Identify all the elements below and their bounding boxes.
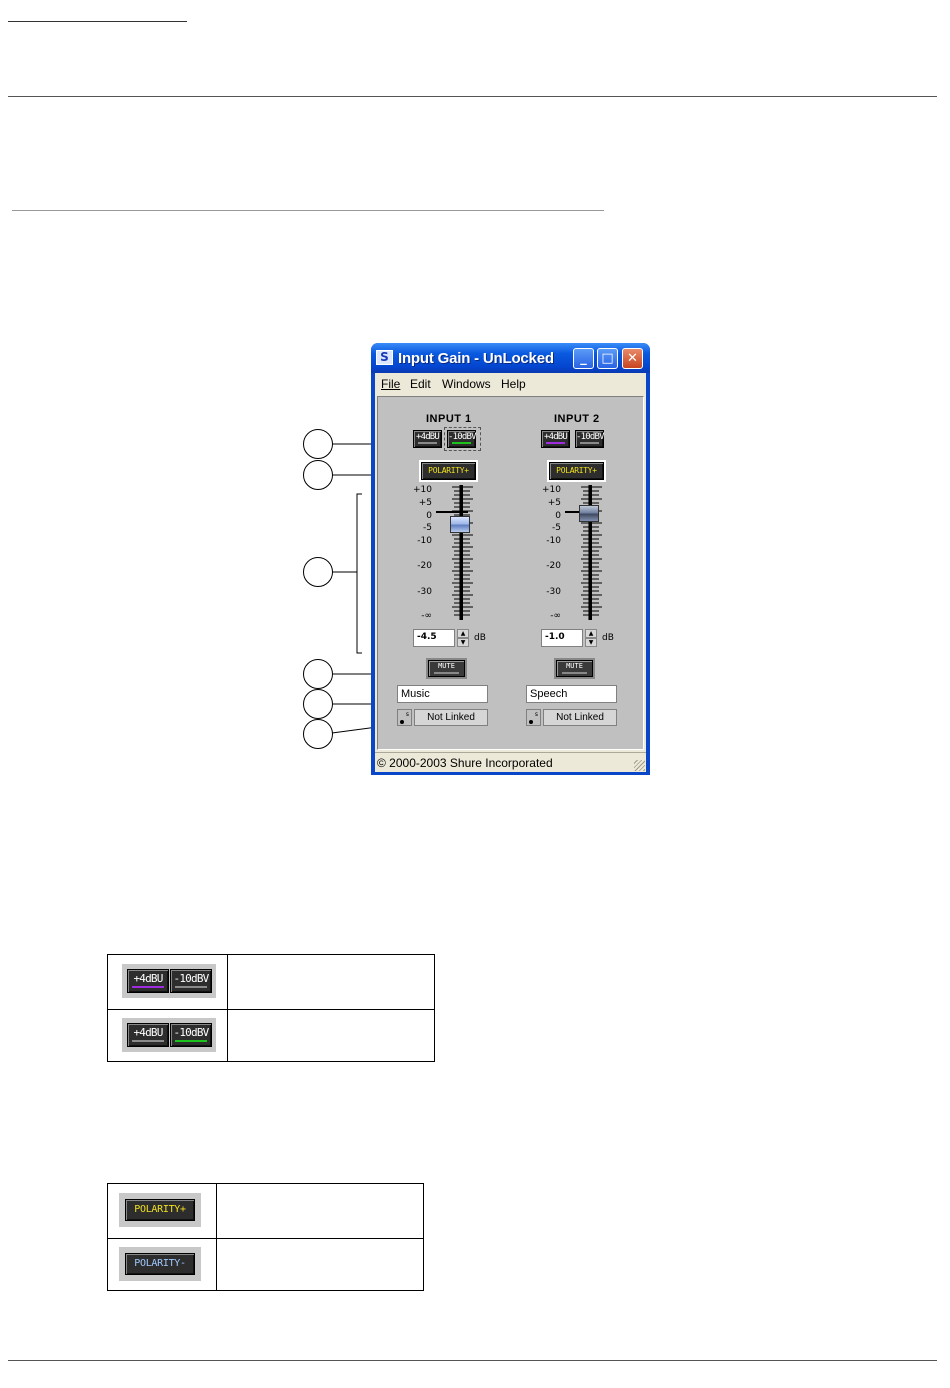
input-1-scale-m5: -5 <box>423 523 432 533</box>
input-1-scale-m20: -20 <box>417 561 432 571</box>
input-2-scale-0: 0 <box>555 511 561 521</box>
input-1-gain-spinner[interactable]: ▲▼ <box>457 629 469 647</box>
input-1-unit: dB <box>474 633 486 643</box>
polarity-row-1-swatch: POLARITY+ <box>119 1193 201 1227</box>
input-2-scale-minf: -∞ <box>550 611 561 621</box>
input-1-label: INPUT 1 <box>426 413 472 425</box>
input-1-fader[interactable] <box>436 485 482 620</box>
input-1-scale-p5: +5 <box>418 498 432 508</box>
input-2-link-icon[interactable]: s <box>526 709 541 726</box>
input-2-gain-spinner[interactable]: ▲▼ <box>585 629 597 647</box>
input-2-label: INPUT 2 <box>554 413 600 425</box>
level-row-2-10dbv: -10dBV <box>170 1023 212 1047</box>
header-short-rule <box>8 21 187 22</box>
input-1-gain-field[interactable]: -4.5 <box>413 629 455 647</box>
callout-2 <box>303 460 333 490</box>
callout-3 <box>303 557 333 587</box>
input-2-scale-m10: -10 <box>546 536 561 546</box>
callout-5 <box>303 689 333 719</box>
input-1-scale-minf: -∞ <box>421 611 432 621</box>
input-2-fader[interactable] <box>565 485 611 620</box>
level-row-2-swatch: +4dBU -10dBV <box>122 1018 216 1052</box>
footer-rule <box>8 1360 937 1361</box>
input-1-scale-m30: -30 <box>417 587 432 597</box>
level-row-1-10dbv: -10dBV <box>170 969 212 993</box>
input-1-link-status: Not Linked <box>414 709 488 726</box>
level-row-1-swatch: +4dBU -10dBV <box>122 964 216 998</box>
section-rule <box>12 210 604 211</box>
input-2-gain-field[interactable]: -1.0 <box>541 629 583 647</box>
input-1-4dbu-button[interactable]: +4dBU <box>413 430 442 448</box>
input-2-name-field[interactable]: Speech <box>526 685 617 703</box>
input-1-mute-button[interactable]: MUTE <box>426 658 467 679</box>
minimize-button[interactable]: _ <box>573 348 594 369</box>
input-2-polarity-button[interactable]: POLARITY+ <box>547 460 606 482</box>
input-1-fader-ticks <box>452 486 473 616</box>
level-row-1-4dbu: +4dBU <box>127 969 169 993</box>
level-table: +4dBU -10dBV +4dBU -10dBV <box>107 954 435 1062</box>
input-1-fader-thumb[interactable] <box>450 516 470 533</box>
level-row-2-4dbu: +4dBU <box>127 1023 169 1047</box>
input-2-unit: dB <box>602 633 614 643</box>
title-bar[interactable]: S Input Gain - UnLocked _ □ ✕ <box>371 343 650 373</box>
input-1-scale-0: 0 <box>426 511 432 521</box>
input-2-scale-p5: +5 <box>547 498 561 508</box>
input-1-polarity-button[interactable]: POLARITY+ <box>419 460 478 482</box>
callout-6 <box>303 719 333 749</box>
callout-1 <box>303 429 333 459</box>
input-1-name-field[interactable]: Music <box>397 685 488 703</box>
window-client: File Edit Windows Help INPUT 1 +4dBU -10… <box>375 373 646 772</box>
menu-windows[interactable]: Windows <box>442 377 491 391</box>
input-1-10dbv-button[interactable]: -10dBV <box>447 430 477 448</box>
polarity-minus-sample: POLARITY- <box>125 1253 195 1275</box>
menu-bar: File Edit Windows Help <box>375 373 646 395</box>
window-title: Input Gain - UnLocked <box>398 350 554 367</box>
polarity-row-2-swatch: POLARITY- <box>119 1247 201 1281</box>
input-1-link-icon[interactable]: s <box>397 709 412 726</box>
input-2-scale-m5: -5 <box>552 523 561 533</box>
input-gain-window: S Input Gain - UnLocked _ □ ✕ File Edit … <box>371 343 650 775</box>
resize-grip-icon[interactable] <box>634 760 645 771</box>
close-button[interactable]: ✕ <box>622 348 643 369</box>
polarity-table: POLARITY+ POLARITY- <box>107 1183 424 1291</box>
input-2-fader-ticks <box>581 486 602 616</box>
input-2-fader-thumb[interactable] <box>579 505 599 522</box>
input-2-scale-m30: -30 <box>546 587 561 597</box>
menu-edit[interactable]: Edit <box>410 377 431 391</box>
header-rule <box>8 96 937 97</box>
status-bar: © 2000-2003 Shure Incorporated <box>375 752 646 772</box>
input-2-10dbv-button[interactable]: -10dBV <box>575 430 605 448</box>
input-2-4dbu-button[interactable]: +4dBU <box>541 430 570 448</box>
polarity-plus-sample: POLARITY+ <box>125 1199 195 1221</box>
menu-file[interactable]: File <box>381 377 401 391</box>
gain-panel: INPUT 1 +4dBU -10dBV POLARITY+ +10 +5 0 … <box>377 396 644 750</box>
menu-help[interactable]: Help <box>501 377 526 391</box>
input-2-scale-p10: +10 <box>542 485 561 495</box>
app-icon: S <box>376 350 393 365</box>
focus-ring <box>444 427 481 451</box>
input-2-link-status: Not Linked <box>543 709 617 726</box>
copyright-text: © 2000-2003 Shure Incorporated <box>377 756 553 770</box>
input-1-scale-p10: +10 <box>413 485 432 495</box>
maximize-button[interactable]: □ <box>597 348 618 369</box>
input-2-scale-m20: -20 <box>546 561 561 571</box>
callout-4 <box>303 659 333 689</box>
input-2-mute-button[interactable]: MUTE <box>554 658 595 679</box>
input-1-scale-m10: -10 <box>417 536 432 546</box>
